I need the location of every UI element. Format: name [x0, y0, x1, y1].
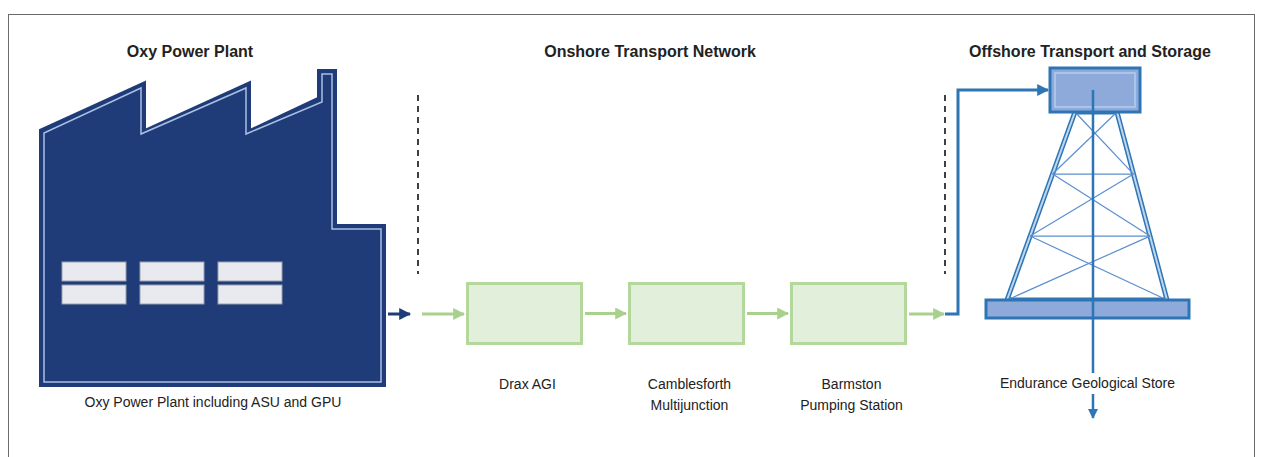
flow-arrow — [747, 313, 788, 314]
platform-tower — [1007, 112, 1167, 300]
injection-well-line — [1092, 90, 1095, 418]
boundary-dashed-line — [417, 95, 419, 274]
figure-frame — [9, 15, 1255, 457]
platform-brace — [1053, 174, 1150, 236]
flow-arrow — [388, 314, 464, 315]
platform-base — [986, 300, 1189, 318]
node-caption: Endurance Geological Store — [973, 373, 1203, 394]
factory-body — [40, 70, 385, 386]
factory-window — [218, 285, 282, 304]
flow-arrow-segment — [909, 313, 944, 316]
factory-window — [62, 285, 126, 304]
platform-brace — [1030, 236, 1167, 300]
section-heading: Onshore Transport Network — [544, 43, 756, 61]
platform-deck-inner — [1055, 73, 1135, 107]
station-box: Drax AGI — [466, 282, 583, 345]
node-caption: Barmston Pumping Station — [800, 374, 904, 416]
factory-outline — [40, 68, 386, 386]
platform-outline — [985, 66, 1190, 320]
node-caption: Drax AGI — [476, 374, 580, 395]
flow-arrow-segment — [945, 90, 1048, 314]
factory-window — [218, 262, 282, 281]
boundary-dashed-line — [944, 95, 946, 274]
station-box: Barmston Pumping Station — [790, 282, 907, 345]
factory-inner-outline — [44, 74, 381, 382]
node-caption: Oxy Power Plant including ASU and GPU — [33, 392, 393, 413]
platform-brace — [1075, 112, 1134, 174]
platform-tower-inner — [1007, 112, 1167, 300]
flow-arrow-segment — [747, 312, 788, 315]
factory-window — [62, 262, 126, 281]
power-plant-icon: Oxy Power Plant including ASU and GPU — [40, 68, 386, 386]
platform-deck — [1050, 68, 1140, 112]
offshore-platform-icon: Endurance Geological Store — [985, 66, 1190, 320]
node-caption: Camblesforth Multijunction — [638, 374, 742, 416]
platform-brace — [1053, 112, 1117, 174]
flow-arrow-segment — [585, 312, 626, 315]
flow-arrow — [585, 313, 626, 314]
flow-arrow — [909, 90, 1048, 314]
station-box: Camblesforth Multijunction — [628, 282, 745, 345]
factory-window — [140, 262, 204, 281]
flow-arrow-segment — [388, 313, 410, 316]
factory-window — [140, 285, 204, 304]
section-heading: Offshore Transport and Storage — [969, 43, 1211, 61]
section-heading: Oxy Power Plant — [127, 43, 253, 61]
flow-arrow-segment — [422, 313, 464, 316]
platform-brace — [1007, 236, 1150, 300]
platform-brace — [1030, 174, 1133, 236]
platform-brace — [1030, 235, 1150, 236]
